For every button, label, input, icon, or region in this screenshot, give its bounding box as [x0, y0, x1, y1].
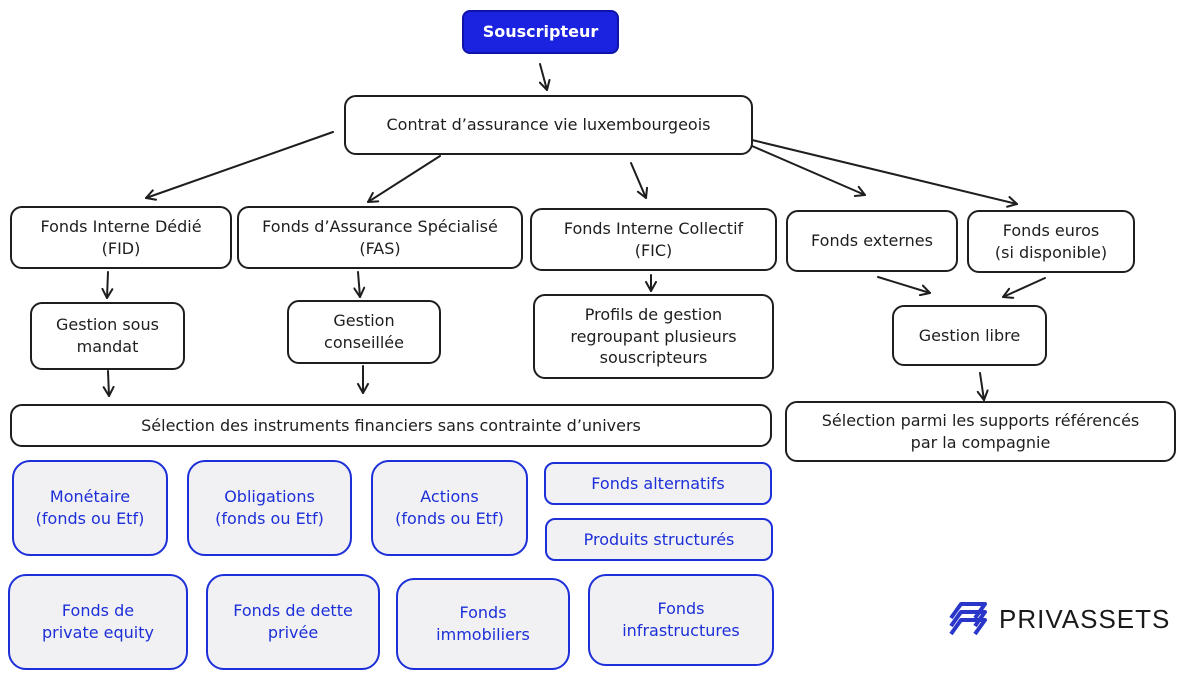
fic-node[interactable]: Fonds Interne Collectif (FIC) [530, 208, 777, 271]
instrument-obligations[interactable]: Obligations (fonds ou Etf) [187, 460, 352, 556]
arrow-contract-euros [751, 139, 1018, 208]
arrow-contract-fic [630, 162, 649, 199]
instrument-dette-privee[interactable]: Fonds de dette privée [206, 574, 380, 670]
instrument-private-equity[interactable]: Fonds de private equity [8, 574, 188, 670]
arrow-contract-fas [367, 155, 441, 203]
fonds-externes-node[interactable]: Fonds externes [786, 210, 958, 272]
arrow-fas-conseillee [353, 271, 366, 298]
arrow-fid-mandat [101, 271, 114, 299]
souscripteur-node[interactable]: Souscripteur [462, 10, 619, 54]
arrow-mandat-selection [102, 370, 115, 397]
brand-name: PRIVASSETS [999, 603, 1171, 634]
selection-sans-contrainte-node[interactable]: Sélection des instruments financiers san… [10, 404, 772, 447]
gestion-conseillee-node[interactable]: Gestion conseillée [287, 300, 441, 364]
instrument-monetaire[interactable]: Monétaire (fonds ou Etf) [12, 460, 168, 556]
arrow-root-contract [538, 63, 551, 91]
instrument-produits-structures[interactable]: Produits structurés [545, 518, 773, 561]
instrument-fonds-alternatifs[interactable]: Fonds alternatifs [544, 462, 772, 505]
fid-node[interactable]: Fonds Interne Dédié (FID) [10, 206, 232, 269]
arrow-euros-libre [1002, 277, 1046, 299]
arrow-contract-fid [145, 131, 334, 201]
arrow-externes-libre [877, 276, 931, 297]
gestion-mandat-node[interactable]: Gestion sous mandat [30, 302, 185, 370]
instrument-infrastructures[interactable]: Fonds infrastructures [588, 574, 774, 666]
fonds-euros-node[interactable]: Fonds euros (si disponible) [967, 210, 1135, 273]
gestion-libre-node[interactable]: Gestion libre [892, 305, 1047, 366]
arrow-contract-externes [751, 145, 866, 198]
privassets-logo-icon [949, 602, 987, 636]
selection-referencees-node[interactable]: Sélection parmi les supports référencés … [785, 401, 1176, 462]
brand-logo: PRIVASSETS [945, 596, 1170, 642]
instrument-actions[interactable]: Actions (fonds ou Etf) [371, 460, 528, 556]
contract-node[interactable]: Contrat d’assurance vie luxembourgeois [344, 95, 753, 155]
profils-gestion-node[interactable]: Profils de gestion regroupant plusieurs … [533, 294, 774, 379]
fas-node[interactable]: Fonds d’Assurance Spécialisé (FAS) [237, 206, 523, 269]
instrument-immobiliers[interactable]: Fonds immobiliers [396, 578, 570, 670]
arrow-libre-referencees [976, 372, 989, 401]
